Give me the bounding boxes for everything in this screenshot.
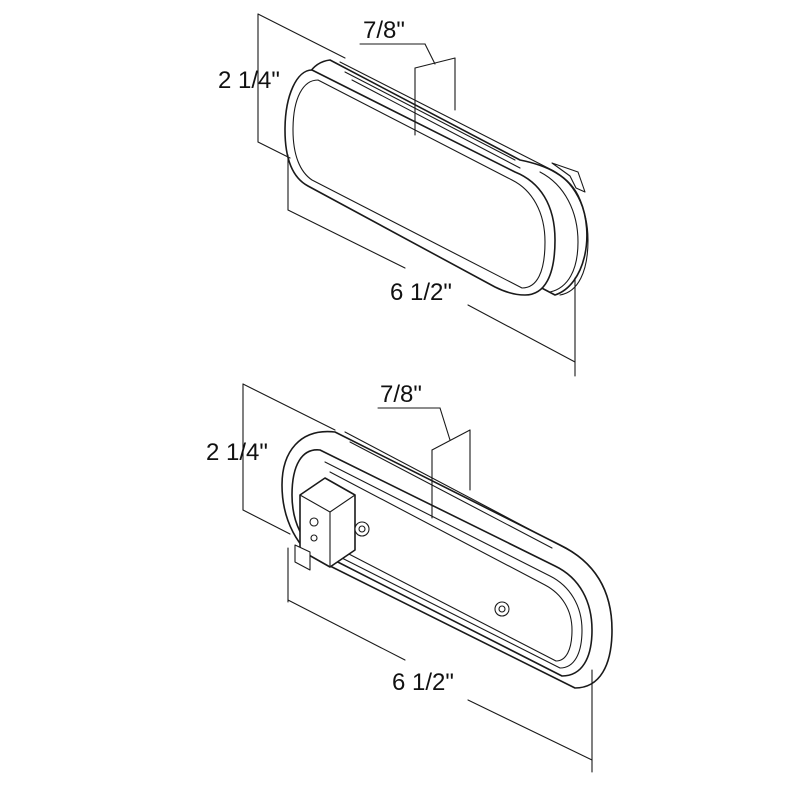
rear-lamp-housing [281, 430, 613, 689]
front-view: 2 1/4" 7/8" 6 1/2" [218, 13, 589, 377]
rear-view: 2 1/4" 7/8" 6 1/2" [206, 381, 613, 773]
rear-length-label: 6 1/2" [392, 669, 454, 696]
front-length-label: 6 1/2" [390, 279, 452, 306]
front-height-dimension: 2 1/4" [218, 13, 346, 159]
rear-length-dimension: 6 1/2" [287, 547, 593, 773]
front-lamp-housing [284, 59, 589, 296]
rear-depth-label: 7/8" [380, 381, 422, 408]
mounting-hole-left [354, 521, 370, 537]
rear-height-label: 2 1/4" [206, 439, 268, 466]
connector-block [294, 477, 356, 571]
front-height-label: 2 1/4" [218, 67, 280, 94]
rear-depth-dimension: 7/8" [377, 381, 471, 519]
mounting-hole-right [494, 601, 510, 617]
front-depth-dimension: 7/8" [359, 17, 456, 136]
front-depth-label: 7/8" [363, 17, 405, 44]
front-length-dimension: 6 1/2" [287, 154, 576, 377]
rear-height-dimension: 2 1/4" [206, 383, 336, 535]
